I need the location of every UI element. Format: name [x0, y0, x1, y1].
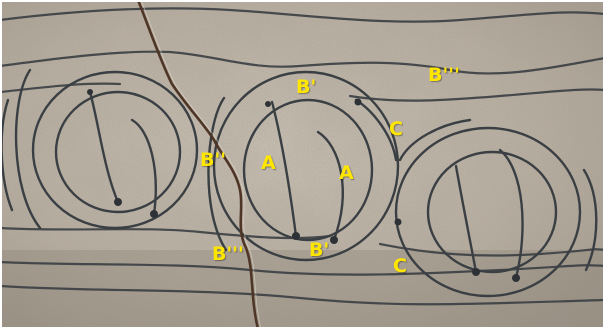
label-b-triple-prime-bottom: B''': [212, 245, 244, 264]
label-a-left: A: [261, 154, 276, 173]
label-a-right: A: [339, 164, 354, 183]
label-b-triple-prime-top: B''': [428, 66, 460, 85]
label-b-prime-top: B': [296, 78, 316, 97]
label-b-prime-bottom: B': [309, 241, 329, 260]
label-c-upper: C: [389, 120, 403, 139]
label-b-double-prime: B'': [200, 151, 226, 170]
label-c-lower: C: [393, 257, 407, 276]
